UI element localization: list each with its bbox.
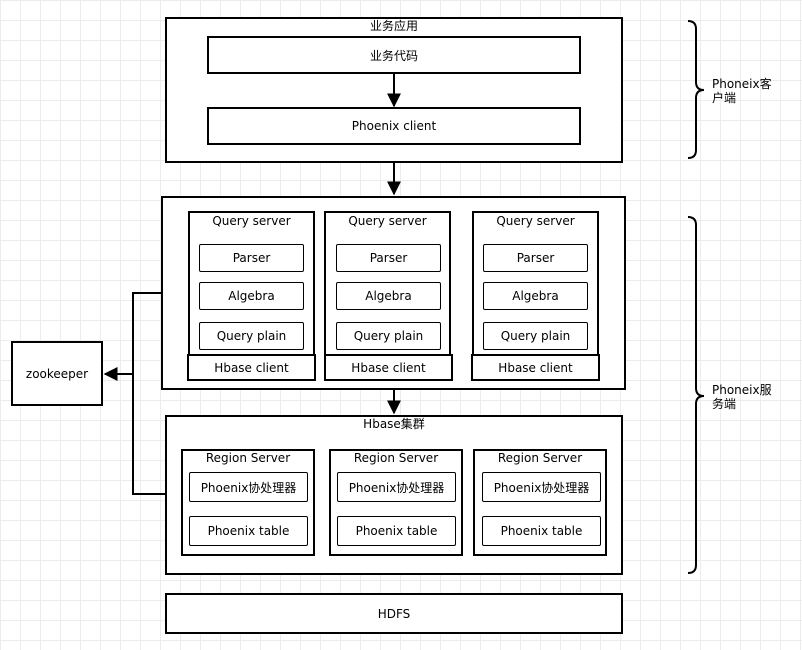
region-server-title: Region Server xyxy=(353,451,439,465)
query-plan-box: Query plain xyxy=(199,322,304,350)
client-brace-icon xyxy=(687,20,705,159)
algebra-box: Algebra xyxy=(483,282,588,310)
region-server-title: Region Server xyxy=(497,451,583,465)
hbase-client-box: Hbase client xyxy=(324,354,453,381)
parser-box: Parser xyxy=(483,244,588,272)
phoenix-table-box: Phoenix table xyxy=(337,516,456,546)
phoenix-coprocessor-box: Phoenix协处理器 xyxy=(189,472,308,502)
phoenix-table-box: Phoenix table xyxy=(189,516,308,546)
parser-box: Parser xyxy=(199,244,304,272)
query-plan-box: Query plain xyxy=(483,322,588,350)
zookeeper-box: zookeeper xyxy=(11,341,103,406)
business-code-box: 业务代码 xyxy=(207,36,581,74)
arrow-to-zookeeper xyxy=(103,292,165,495)
algebra-box: Algebra xyxy=(336,282,441,310)
phoenix-coprocessor-box: Phoenix协处理器 xyxy=(482,472,601,502)
phoenix-table-box: Phoenix table xyxy=(482,516,601,546)
parser-box: Parser xyxy=(336,244,441,272)
query-server-title: Query server xyxy=(348,214,427,228)
phoenix-client-box: Phoenix client xyxy=(207,107,581,145)
query-server-title: Query server xyxy=(212,214,291,228)
hbase-cluster-title: Hbase集群 xyxy=(363,417,425,431)
query-plan-box: Query plain xyxy=(336,322,441,350)
client-side-label: Phoneix客户端 xyxy=(712,77,772,105)
business-app-title: 业务应用 xyxy=(369,19,418,33)
hbase-client-box: Hbase client xyxy=(471,354,600,381)
server-brace-icon xyxy=(687,216,705,574)
server-side-label: Phoneix服务端 xyxy=(712,383,772,411)
algebra-box: Algebra xyxy=(199,282,304,310)
query-server-title: Query server xyxy=(496,214,575,228)
hdfs-box: HDFS xyxy=(165,593,623,634)
phoenix-coprocessor-box: Phoenix协处理器 xyxy=(337,472,456,502)
region-server-title: Region Server xyxy=(205,451,291,465)
hbase-client-box: Hbase client xyxy=(187,354,316,381)
